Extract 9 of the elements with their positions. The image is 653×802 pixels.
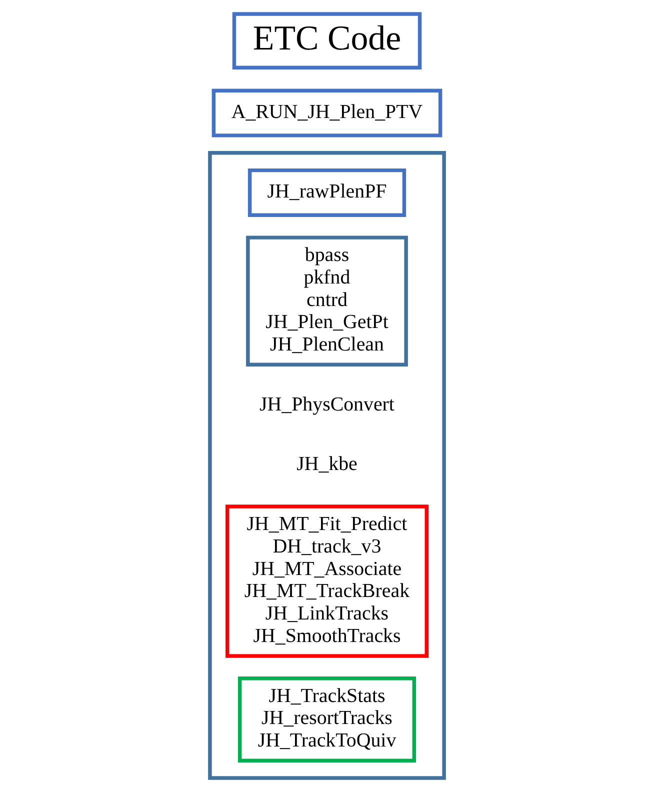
node-box: JH_TrackStats JH_resortTracks JH_TrackToQuiv [237, 676, 416, 762]
cluster [208, 151, 446, 780]
node-box: bpass pkfnd cntrd JH_Plen_GetPt JH_PlenClean [246, 236, 408, 366]
label: JH_kbe [296, 453, 357, 476]
node-box: JH_rawPlenPF [247, 168, 406, 217]
node-box: A_RUN_JH_Plen_PTV [211, 88, 442, 138]
label: JH_PhysConvert [259, 393, 394, 416]
node-box: JH_MT_Fit_Predict DH_track_v3 JH_MT_Associate JH_MT_TrackBreak JH_LinkTracks JH_SmoothTracks [225, 504, 428, 658]
node-box: ETC Code [232, 12, 422, 70]
